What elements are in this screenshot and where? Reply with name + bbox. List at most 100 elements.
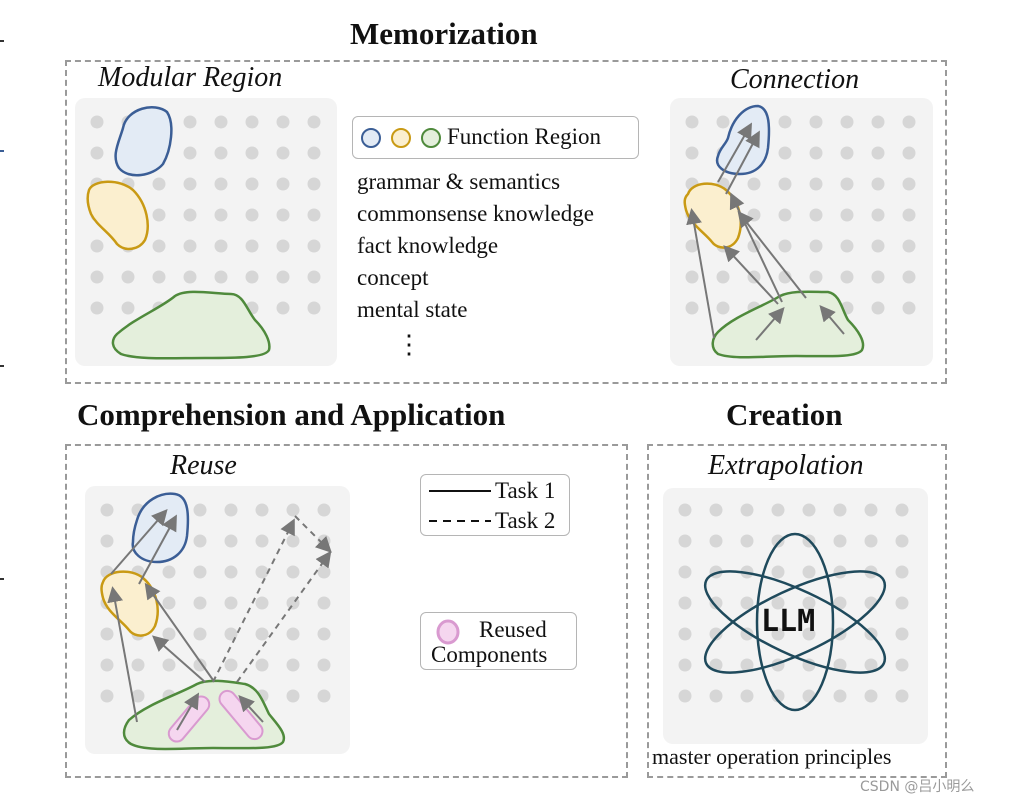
grid-dot xyxy=(317,565,331,579)
grid-dot xyxy=(317,627,331,641)
grid-dot xyxy=(895,503,909,517)
grid-dot xyxy=(90,270,104,284)
grid-dot xyxy=(245,208,259,222)
grid-dot xyxy=(778,177,792,191)
grid-dot xyxy=(895,627,909,641)
grid-dot xyxy=(152,208,166,222)
grid-dot xyxy=(895,596,909,610)
grid-dot xyxy=(183,239,197,253)
grid-dot xyxy=(871,115,885,129)
grid-dot xyxy=(255,503,269,517)
grid-dot xyxy=(255,596,269,610)
reused-label-line1: Reused xyxy=(479,617,547,642)
grid-dot xyxy=(809,208,823,222)
knowledge-item: concept xyxy=(357,265,429,290)
grid-dot xyxy=(245,239,259,253)
edge-mark xyxy=(0,365,4,367)
llm-atom-icon xyxy=(703,532,887,712)
grid-dot xyxy=(100,658,114,672)
grid-dot xyxy=(317,658,331,672)
grid-dot xyxy=(833,689,847,703)
grid-dot xyxy=(317,689,331,703)
grid-dot xyxy=(840,177,854,191)
grid-dot xyxy=(864,658,878,672)
grid-dot xyxy=(131,689,145,703)
llm-label: LLM xyxy=(761,604,816,639)
grid-dot xyxy=(317,596,331,610)
reused-label-line2: Components xyxy=(431,642,548,667)
grid-dot xyxy=(276,270,290,284)
ellipsis-item: ⋮ xyxy=(396,330,422,359)
function-region-label: Function Region xyxy=(447,124,601,149)
creation-frame xyxy=(647,444,947,778)
grid-dot xyxy=(771,503,785,517)
grid-dot xyxy=(802,596,816,610)
grid-dot xyxy=(802,627,816,641)
grid-dot xyxy=(709,596,723,610)
grid-dot xyxy=(307,115,321,129)
grid-dot xyxy=(902,239,916,253)
yellow-region-circle-icon xyxy=(391,128,411,148)
blue-region-circle-icon xyxy=(361,128,381,148)
grid-dot xyxy=(840,239,854,253)
grid-dot xyxy=(286,565,300,579)
grid-dot xyxy=(747,177,761,191)
grid-dot xyxy=(90,146,104,160)
grid-dot xyxy=(193,596,207,610)
grid-dot xyxy=(778,239,792,253)
grid-dot xyxy=(183,270,197,284)
grid-dot xyxy=(255,534,269,548)
legend-circles xyxy=(361,128,441,148)
grid-dot xyxy=(809,270,823,284)
grid-dot xyxy=(716,115,730,129)
grid-dot xyxy=(152,239,166,253)
grid-dot xyxy=(255,658,269,672)
grid-dot xyxy=(871,301,885,315)
comprehension-frame xyxy=(65,444,628,778)
grid-dot xyxy=(162,596,176,610)
grid-dot xyxy=(709,689,723,703)
grid-dot xyxy=(871,146,885,160)
blue-function-region xyxy=(114,106,173,177)
grid-dot xyxy=(778,115,792,129)
watermark: CSDN @吕小明么 xyxy=(860,779,975,795)
grid-dot xyxy=(307,270,321,284)
grid-dot xyxy=(245,146,259,160)
grid-dot xyxy=(864,689,878,703)
modular-region-title: Modular Region xyxy=(98,62,283,93)
grid-dot xyxy=(162,658,176,672)
grid-dot xyxy=(778,208,792,222)
knowledge-item: commonsense knowledge xyxy=(357,201,594,226)
grid-dot xyxy=(224,596,238,610)
grid-dot xyxy=(902,208,916,222)
task1-label: Task 1 xyxy=(495,478,556,503)
grid-dot xyxy=(162,565,176,579)
grid-dot xyxy=(152,270,166,284)
grid-dot xyxy=(833,596,847,610)
grid-dot xyxy=(121,270,135,284)
grid-dot xyxy=(685,239,699,253)
grid-dot xyxy=(747,208,761,222)
grid-dot xyxy=(245,115,259,129)
grid-dot xyxy=(276,115,290,129)
green-function-region xyxy=(111,290,271,360)
grid-dot xyxy=(286,627,300,641)
connection-title: Connection xyxy=(730,64,860,95)
grid-dot xyxy=(895,658,909,672)
edge-mark xyxy=(0,578,4,580)
grid-dot xyxy=(678,503,692,517)
creation-title: Creation xyxy=(726,397,843,432)
yellow-function-region xyxy=(86,180,149,251)
grid-dot xyxy=(840,146,854,160)
grid-dot xyxy=(895,534,909,548)
grid-dot xyxy=(193,503,207,517)
grid-dot xyxy=(902,177,916,191)
grid-dot xyxy=(771,534,785,548)
grid-dot xyxy=(193,565,207,579)
grid-dot xyxy=(902,146,916,160)
grid-dot xyxy=(709,503,723,517)
grid-dot xyxy=(895,689,909,703)
grid-dot xyxy=(771,565,785,579)
reused-component-left xyxy=(167,695,211,743)
memorization-frame xyxy=(65,60,947,384)
